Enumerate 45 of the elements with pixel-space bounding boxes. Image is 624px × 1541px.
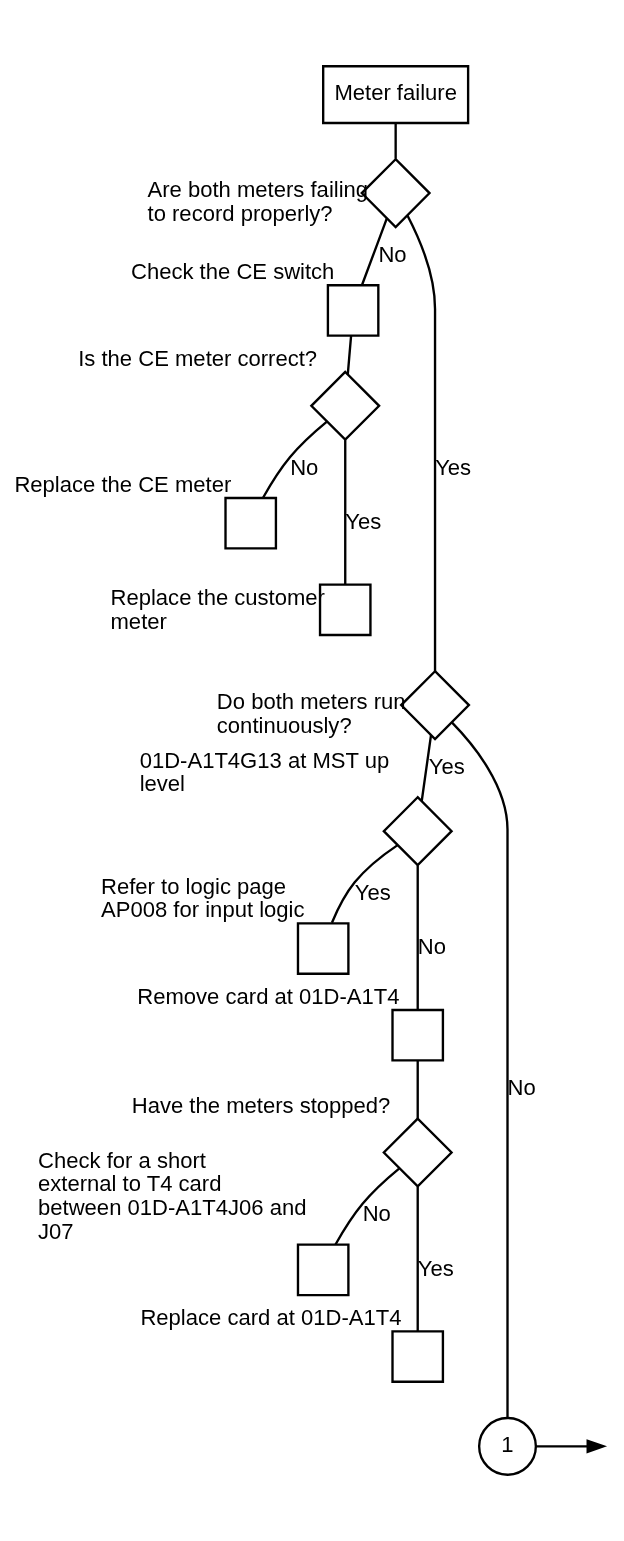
edge-label: No	[417, 934, 446, 960]
edge-label: No	[507, 1075, 536, 1101]
connector	[346, 335, 353, 375]
node-box	[224, 496, 278, 550]
connector	[406, 214, 437, 672]
node-label: Do both meters run continuously?	[216, 689, 406, 739]
node-box	[296, 1243, 350, 1297]
node-label: Have the meters stopped?	[131, 1092, 391, 1118]
node-diamond	[382, 1117, 454, 1189]
node-diamond	[309, 370, 381, 442]
node-label: Are both meters failing to record properly?	[147, 177, 369, 226]
arrow	[536, 1439, 608, 1454]
node-box	[326, 284, 380, 337]
node-box	[391, 1008, 445, 1062]
node-label: Check for a short external to T4 card between 01D-A1T4J06 and J07	[38, 1147, 307, 1244]
node-label: Is the CE meter correct?	[78, 345, 318, 371]
edge-label: No	[290, 454, 319, 480]
edge-label: Yes	[428, 753, 465, 779]
node-label: 01D-A1T4G13 at MST up level	[139, 747, 390, 797]
connector	[420, 735, 433, 802]
connector	[451, 721, 509, 1418]
node-box	[296, 922, 350, 975]
node-label: Replace the CE meter	[14, 471, 232, 497]
node-box	[391, 1330, 445, 1383]
node-label: Remove card at 01D-A1T4	[137, 983, 400, 1009]
node-label: Check the CE switch	[130, 259, 335, 285]
connector	[344, 440, 347, 585]
edge-label: No	[378, 241, 407, 267]
node-label: Refer to logic page AP008 for input logic	[101, 873, 305, 923]
edge-label: Yes	[354, 880, 391, 905]
node-diamond	[382, 795, 454, 867]
connector	[360, 217, 388, 286]
connector	[334, 1167, 400, 1246]
connector	[262, 420, 328, 499]
edge-label: Yes	[435, 454, 472, 480]
edge-label: Yes	[345, 508, 382, 534]
connector	[416, 1186, 419, 1332]
connector	[394, 123, 397, 159]
edge-label: No	[362, 1201, 391, 1227]
node-circle: 1	[477, 1416, 538, 1476]
connector	[416, 865, 419, 1010]
connector	[416, 1060, 419, 1119]
node-label: Replace card at 01D-A1T4	[140, 1305, 402, 1331]
connector	[330, 844, 399, 924]
node-box: Meter failure	[322, 65, 470, 125]
